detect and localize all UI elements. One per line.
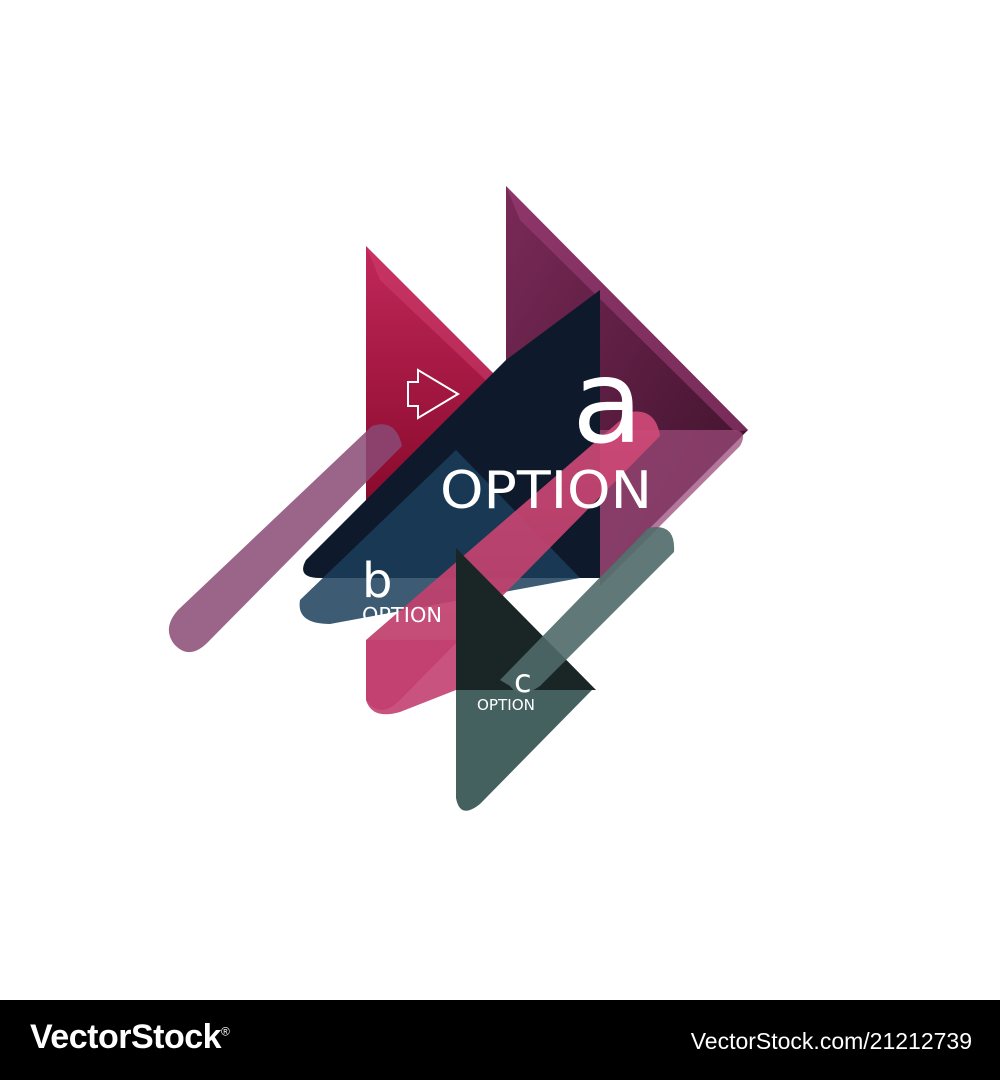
slate-green-diagonal-bar: [500, 527, 675, 693]
crimson-triangle-highlight: [366, 246, 506, 390]
watermark-footer: VectorStock® VectorStock.com/21212739: [0, 1000, 1000, 1080]
option-c-letter: c: [514, 662, 532, 700]
mauve-diagonal-bar: [168, 424, 402, 653]
option-a-letter: a: [572, 335, 643, 470]
infographic-artwork: a OPTION b OPTION c OPTION: [168, 186, 748, 811]
option-b-letter: b: [362, 553, 392, 609]
brand-registered-mark: ®: [221, 1024, 230, 1039]
stock-id-text: VectorStock.com/21212739: [690, 1028, 972, 1054]
option-c-label: OPTION: [477, 696, 535, 714]
brand-name: VectorStock: [30, 1018, 222, 1056]
plum-triangle-highlight: [506, 186, 748, 432]
option-a-label: OPTION: [440, 461, 652, 521]
pink-diagonal-bar: [366, 411, 660, 710]
arrow-right-outline-icon: [407, 368, 460, 420]
pink-lower-shape: [366, 640, 456, 715]
option-b-label: OPTION: [362, 603, 442, 627]
slate-green-triangle-shape: [456, 690, 592, 811]
vectorstock-logo: VectorStock®: [30, 1018, 230, 1057]
